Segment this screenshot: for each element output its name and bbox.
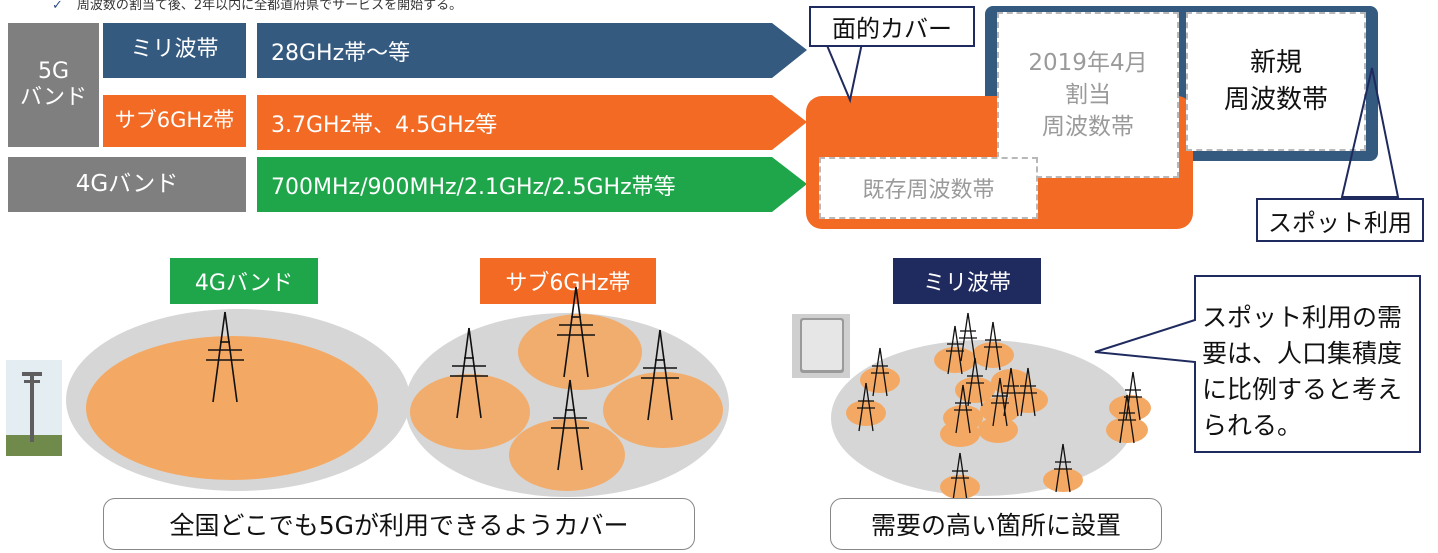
arrow-4g-shape bbox=[257, 157, 807, 212]
band-4g-label: 4Gバンド bbox=[8, 157, 246, 212]
top-note-text: 周波数の割当て後、2年以内に全都道府県でサービスを開始する。 bbox=[76, 0, 463, 13]
tag-mmwave: ミリ波帯 bbox=[893, 258, 1041, 304]
coverage-4g-cell bbox=[86, 336, 378, 480]
check-icon: ✓ bbox=[52, 0, 63, 13]
spot-callout-pointer bbox=[1340, 67, 1400, 198]
small-cell-photo-icon bbox=[792, 314, 850, 378]
new-band-box: 新規 周波数帯 bbox=[1186, 12, 1366, 151]
caption-right: 需要の高い箇所に設置 bbox=[830, 498, 1162, 550]
caption-left: 全国どこでも5Gが利用できるようカバー bbox=[103, 498, 695, 550]
tag-sub6: サブ6GHz帯 bbox=[480, 258, 656, 304]
arrow-mmwave: 28GHz帯～等 bbox=[257, 23, 807, 78]
alloc-2019-box: 2019年4月 割当 周波数帯 bbox=[997, 12, 1179, 178]
coverage-sub6-cells bbox=[410, 314, 723, 491]
arrow-mmwave-label: 28GHz帯～等 bbox=[271, 40, 411, 66]
band-mmwave-label: ミリ波帯 bbox=[103, 23, 246, 78]
coverage-mmwave-cells bbox=[846, 342, 1151, 499]
arrow-sub6-label: 3.7GHz帯、4.5GHz等 bbox=[271, 112, 498, 138]
top-note: ✓ 周波数の割当て後、2年以内に全都道府県でサービスを開始する。 bbox=[0, 0, 462, 13]
callout-bubble bbox=[1094, 275, 1421, 453]
spot-usage-label: スポット利用 bbox=[1256, 198, 1424, 242]
arrow-sub6-shape bbox=[257, 95, 807, 150]
existing-band-box: 既存周波数帯 bbox=[819, 157, 1038, 219]
arrow-4g-label: 700MHz/900MHz/2.1GHz/2.5GHz帯等 bbox=[271, 174, 676, 200]
area-coverage-label: 面的カバー bbox=[809, 6, 975, 47]
band-sub6-label: サブ6GHz帯 bbox=[103, 95, 246, 147]
arrow-mmwave-shape bbox=[257, 23, 807, 78]
tag-4g: 4Gバンド bbox=[170, 258, 318, 304]
callout-text: スポット利用の需要は、人口集積度に比例すると考えられる。 bbox=[1202, 303, 1403, 440]
arrow-sub6: 3.7GHz帯、4.5GHz等 bbox=[257, 95, 807, 150]
arrow-4g: 700MHz/900MHz/2.1GHz/2.5GHz帯等 bbox=[257, 157, 807, 212]
tower-photo-icon bbox=[6, 360, 62, 456]
band-5g-label: 5G バンド bbox=[8, 23, 99, 147]
